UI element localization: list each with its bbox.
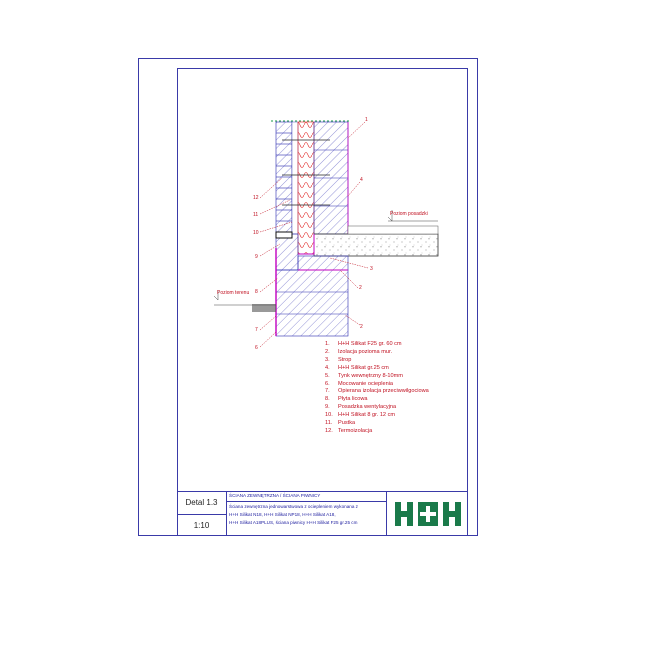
ground-level-marker [213, 290, 276, 312]
title-block-logo [386, 491, 468, 536]
legend-item-number: 4. [325, 364, 330, 371]
title-block-left: Detal 1.3 1:10 [177, 491, 227, 536]
legend-item: 8. Płyta licowa [325, 396, 429, 404]
legend-item-text: Tynk wewnętrzny 8-10mm [338, 372, 403, 379]
title-divider [227, 501, 386, 502]
ring-beam [297, 255, 349, 271]
legend-item-number: 8. [325, 396, 330, 403]
legend-item: 2. Izolacja pozioma mur. [325, 349, 429, 357]
wall-ties [282, 139, 330, 206]
legend-item: 11. Pustka [325, 420, 429, 428]
legend-item-number: 6. [325, 380, 330, 387]
legend-list: 1. H+H Silikat F25 gr. 60 cm 2. Izolacja po… [325, 341, 429, 436]
title-block-description: ŚCIANA ZEWNĘTRZNA / ŚCIANA PIWNICY Ścian… [227, 491, 386, 536]
description-line-3: H+H Silikat A18PLUS, ściana piwnicy H+H … [229, 520, 358, 525]
hh-logo [393, 499, 463, 529]
callout-10: 10 [253, 230, 259, 236]
callout-3: 3 [370, 266, 373, 272]
legend-item-number: 12. [325, 427, 333, 434]
legend-item-number: 3. [325, 356, 330, 363]
floor-slab [313, 233, 439, 257]
callout-12: 12 [253, 195, 259, 201]
legend-item-text: Izolacja pozioma mur. [338, 348, 393, 355]
drawing-frame [177, 68, 468, 536]
horizontal-dpc [298, 234, 315, 255]
air-gap [291, 121, 299, 235]
legend-item-text: Termoizolacja [338, 427, 373, 434]
legend-item-text: H+H Silikat gr.25 cm [338, 364, 389, 371]
legend-item-text: H+H Silikat 8 gr. 12 cm [338, 412, 396, 419]
legend-item-number: 2. [325, 348, 330, 355]
legend-item-text: Mocowanie ocieplenia [338, 380, 394, 387]
floor-level-marker [387, 210, 438, 222]
drawing-title: ŚCIANA ZEWNĘTRZNA / ŚCIANA PIWNICY [229, 493, 321, 498]
legend-item: 9. Posadzka wentylacyjna [325, 404, 429, 412]
floor-level-label: Poziom posadzki [390, 211, 428, 217]
legend-item: 10. H+H Silikat 8 gr. 12 cm [325, 412, 429, 420]
legend-item: 7. Opierana izolacja przeciwwilgociowa [325, 388, 429, 396]
legend-item: 3. Strop [325, 357, 429, 365]
callout-11: 11 [253, 212, 258, 218]
legend-item-number: 10. [325, 412, 333, 419]
callout-8: 8 [255, 289, 258, 295]
legend-item: 4. H+H Silikat gr.25 cm [325, 365, 429, 373]
main-wall-upper [313, 121, 349, 235]
legend-item-text: Pustka [338, 420, 356, 427]
description-line-2: H+H Silikat N18, H+H Silikat NP18, H+H S… [229, 512, 336, 517]
legend-item: 5. Tynk wewnętrzny 8-10mm [325, 373, 429, 381]
detail-number: Detal 1.3 [177, 492, 226, 515]
callout-2: 2 [359, 285, 362, 291]
legend-item-text: Posadzka wentylacyjna [338, 404, 397, 411]
callout-4: 4 [360, 177, 363, 183]
legend-item-number: 1. [325, 341, 330, 347]
callout-2b: 2 [360, 324, 363, 330]
callout-7: 7 [255, 327, 258, 333]
legend-item-text: H+H Silikat F25 gr. 60 cm [338, 341, 402, 347]
legend-item-number: 5. [325, 372, 330, 379]
description-line-1: Ściana zewnętrzna jednowarstwowa z ociep… [229, 504, 358, 509]
plinth-block [275, 233, 299, 271]
leader-lines [259, 121, 369, 348]
callout-6: 6 [255, 345, 258, 351]
callout-1: 1 [365, 117, 368, 123]
drawing-scale: 1:10 [193, 521, 210, 530]
legend-item-number: 7. [325, 388, 330, 395]
floor-screed [347, 225, 439, 235]
plinth-profile [275, 231, 293, 239]
legend-item-text: Płyta licowa [338, 396, 368, 403]
thermal-insulation [297, 121, 315, 255]
legend-item-number: 11. [325, 420, 333, 427]
facing-brick-column [275, 121, 293, 235]
legend-item: 1. H+H Silikat F25 gr. 60 cm [325, 341, 429, 349]
basement-wall [275, 269, 349, 337]
legend-item-number: 9. [325, 404, 330, 411]
callout-9: 9 [255, 254, 258, 260]
legend-item: 6. Mocowanie ocieplenia [325, 381, 429, 389]
legend-item-text: Strop [338, 356, 352, 363]
legend-item: 12. Termoizolacja [325, 428, 429, 436]
legend-item-text: Opierana izolacja przeciwwilgociowa [338, 388, 429, 395]
ground-level-label: Poziom terenu [217, 290, 249, 296]
